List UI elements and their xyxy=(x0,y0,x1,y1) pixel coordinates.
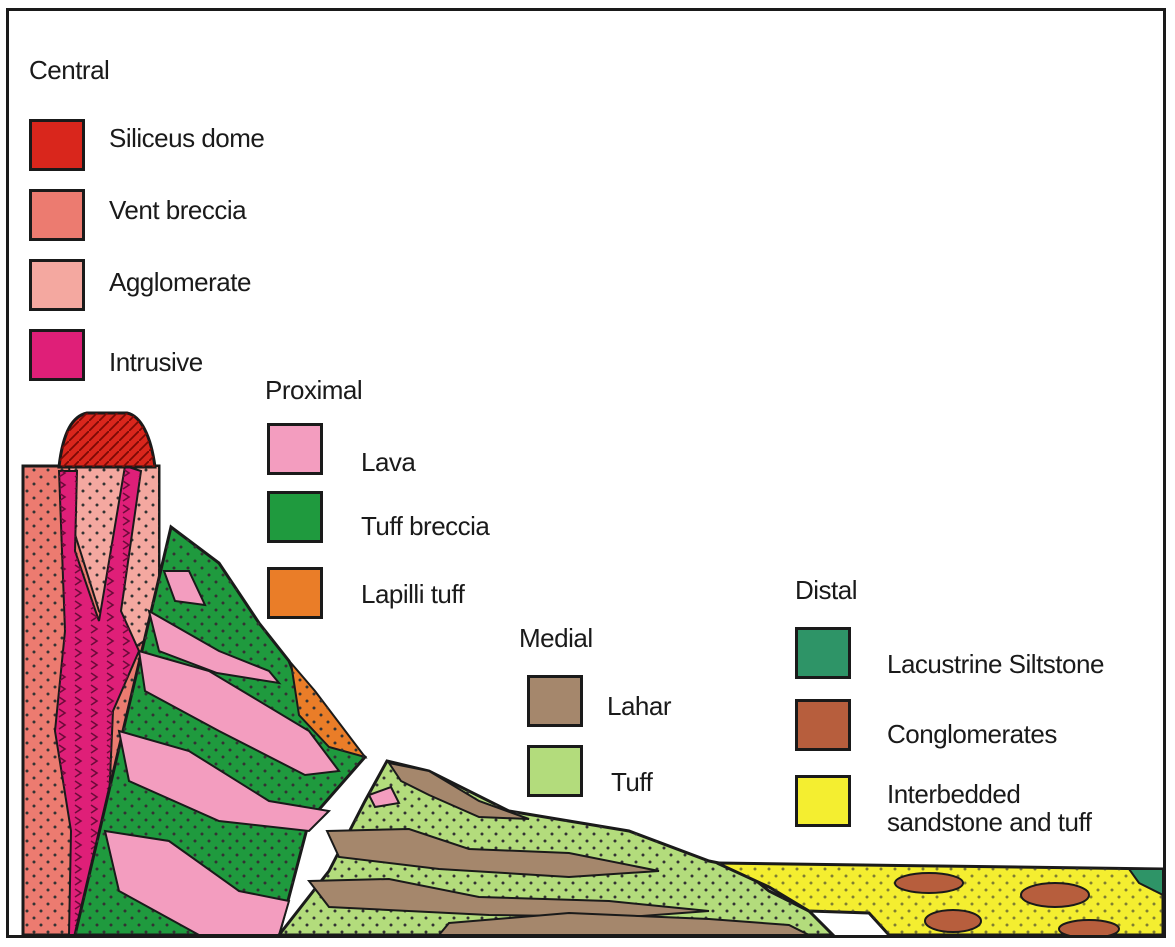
volcanic-facies-cross-section xyxy=(9,11,1163,935)
diagram-frame: Central Siliceus dome Vent breccia Agglo… xyxy=(6,8,1166,938)
medial-apron xyxy=(279,761,833,935)
